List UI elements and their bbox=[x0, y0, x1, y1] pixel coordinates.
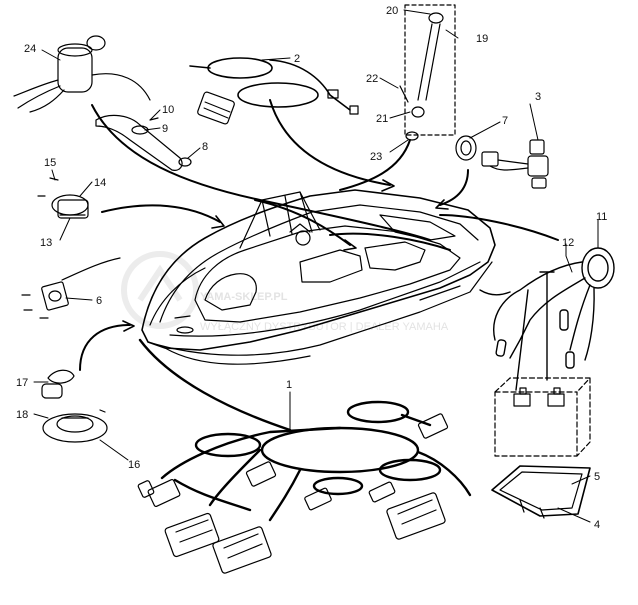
watermark: YAMA-SKLEP.PL WYŁĄCZNY DYSTRYBUTOR | DEA… bbox=[121, 251, 449, 333]
part-9-10-bracket bbox=[95, 114, 192, 171]
part-2-harness bbox=[189, 57, 359, 125]
callout-4: 4 bbox=[594, 519, 600, 531]
part-17-18-gauge bbox=[41, 369, 108, 443]
callout-19: 19 bbox=[476, 33, 488, 45]
callout-6: 6 bbox=[96, 295, 102, 307]
callout-13: 13 bbox=[40, 237, 52, 249]
callout-numbers: 2 3 7 11 12 24 10 9 8 15 14 13 6 17 18 1… bbox=[16, 5, 607, 531]
callout-5: 5 bbox=[594, 471, 600, 483]
part-24-sensor bbox=[13, 35, 151, 113]
callout-17: 17 bbox=[16, 377, 28, 389]
boat-hull bbox=[141, 189, 496, 365]
callout-11: 11 bbox=[596, 211, 607, 223]
callout-20: 20 bbox=[386, 5, 398, 17]
callout-22: 22 bbox=[366, 73, 378, 85]
part-19-23-tube bbox=[399, 4, 456, 141]
part-13-14-switch bbox=[37, 177, 89, 219]
callout-24: 24 bbox=[24, 43, 36, 55]
callout-8: 8 bbox=[202, 141, 208, 153]
callout-12: 12 bbox=[562, 237, 574, 249]
callout-18: 18 bbox=[16, 409, 28, 421]
callout-9: 9 bbox=[162, 123, 168, 135]
part-6-plate bbox=[21, 257, 121, 319]
callout-15: 15 bbox=[44, 157, 56, 169]
part-7-grommet bbox=[455, 135, 477, 161]
part-4-5-battery bbox=[491, 377, 591, 519]
callout-7: 7 bbox=[502, 115, 508, 127]
callout-1: 1 bbox=[286, 379, 292, 391]
watermark-tagline: WYŁĄCZNY DYSTRYBUTOR | DEALER YAMAHA bbox=[200, 321, 449, 333]
part-3-sensor bbox=[481, 139, 549, 189]
part-11-12-device bbox=[479, 247, 615, 391]
leader-lines bbox=[33, 9, 599, 523]
callout-2: 2 bbox=[294, 53, 300, 65]
callout-23: 23 bbox=[370, 151, 382, 163]
part-1-connectors bbox=[137, 413, 449, 574]
part-1-main-harness bbox=[138, 338, 472, 522]
watermark-brand: YAMA-SKLEP.PL bbox=[200, 291, 288, 303]
callout-10: 10 bbox=[162, 104, 174, 116]
callout-arrows bbox=[79, 99, 559, 371]
callout-3: 3 bbox=[535, 91, 541, 103]
callout-21: 21 bbox=[376, 113, 388, 125]
callout-14: 14 bbox=[94, 177, 106, 189]
callout-16: 16 bbox=[128, 459, 140, 471]
